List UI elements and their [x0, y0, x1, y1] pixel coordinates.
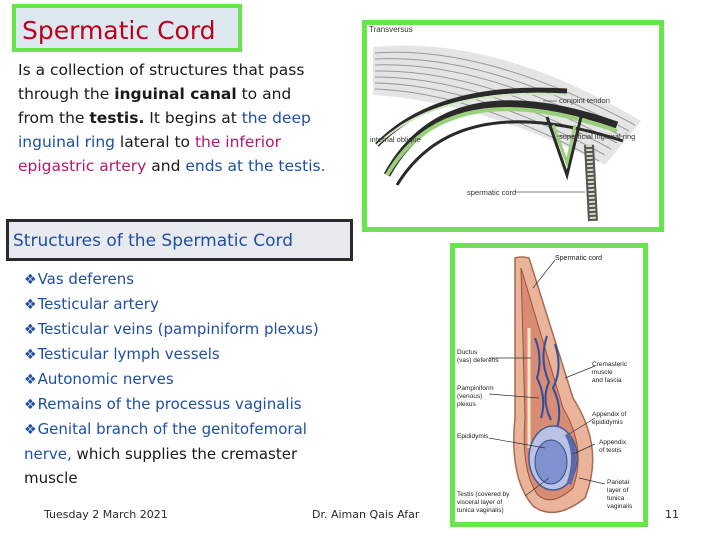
intro-text-7: lateral to [115, 133, 195, 151]
label-transversus: Transversus [369, 25, 413, 34]
label-testis-3: tunica vaginalis) [457, 507, 504, 514]
label-pampiniform-2: (venous) [457, 393, 482, 400]
footer-author: Dr. Aiman Qais Afar [312, 508, 420, 521]
label-appendix-epididymis-1: Appendix of [592, 411, 627, 418]
diamond-bullet-icon: ❖ [24, 297, 37, 313]
spermatic-cord-illustration: Spermatic cord Ductus (vas) deferens Cre… [457, 255, 633, 514]
list-item: ❖Testicular lymph vessels [24, 342, 384, 367]
label-cremasteric-3: and fascia [592, 377, 622, 384]
label-pampiniform-1: Pampiniform [457, 385, 493, 392]
label-pampiniform-3: plexus [457, 401, 477, 408]
label-appendix-epididymis-2: epididymis [592, 419, 623, 426]
label-parietal-3: tunica [607, 495, 625, 502]
diamond-bullet-icon: ❖ [24, 422, 37, 438]
diamond-bullet-icon: ❖ [24, 322, 37, 338]
intro-epigastric-artery: the inferior epigastric artery [18, 133, 281, 175]
intro-deep-ring: the deep inguinal ring [18, 109, 311, 151]
label-cremasteric-1: Cremasteric [592, 361, 628, 368]
list-item-text: Genital branch of the genitofemoral [37, 420, 307, 438]
list-item-text: Vas deferens [37, 270, 135, 288]
label-testis-1: Testis (covered by [457, 491, 510, 498]
structures-heading-box: Structures of the Spermatic Cord [6, 219, 353, 261]
list-item-cremaster-text: which supplies the cremaster muscle [24, 445, 298, 487]
list-item-text: Testicular veins (pampiniform plexus) [37, 320, 319, 338]
footer-date: Tuesday 2 March 2021 [44, 508, 168, 521]
label-spermatic-cord: spermatic cord [467, 188, 516, 197]
label-parietal-1: Parietal [607, 479, 630, 486]
list-item-nerve: nerve, [24, 445, 72, 463]
diamond-bullet-icon: ❖ [24, 272, 37, 288]
list-item: ❖Autonomic nerves [24, 367, 384, 392]
intro-text-9: and [146, 157, 186, 175]
slide-title: Spermatic Cord [22, 16, 216, 45]
label-cremasteric-2: muscle [592, 369, 613, 376]
inguinal-canal-illustration: Transversus conjoint tendon internal obl… [369, 25, 641, 222]
structures-list: ❖Vas deferens ❖Testicular artery ❖Testic… [24, 267, 384, 490]
label-epididymis: Epididymis [457, 433, 489, 440]
intro-inguinal-canal: inguinal canal [114, 85, 237, 103]
list-item-continuation: nerve, which supplies the cremaster musc… [24, 442, 344, 490]
label-parietal-4: vaginalis [607, 503, 633, 510]
diamond-bullet-icon: ❖ [24, 397, 37, 413]
list-item: ❖Testicular veins (pampiniform plexus) [24, 317, 384, 342]
structures-heading: Structures of the Spermatic Cord [13, 231, 294, 251]
intro-testis: testis. [89, 109, 145, 127]
intro-text-1: Is a collection of structures that pass … [18, 61, 305, 103]
spermatic-cord-figure: Spermatic cord Ductus (vas) deferens Cre… [450, 243, 648, 527]
label-appendix-testis-2: of testis [599, 447, 622, 454]
label-superficial-ring: superficial inguinal ring [559, 132, 635, 141]
page-number: 11 [665, 508, 679, 521]
list-item-text: Remains of the processus vaginalis [37, 395, 302, 413]
diamond-bullet-icon: ❖ [24, 347, 37, 363]
inguinal-canal-figure: Transversus conjoint tendon internal obl… [362, 20, 664, 232]
list-item: ❖Vas deferens [24, 267, 384, 292]
label-conjoint-tendon: conjoint tendon [559, 96, 610, 105]
label-spermatic-cord: Spermatic cord [555, 255, 602, 262]
list-item-text: Autonomic nerves [37, 370, 174, 388]
diamond-bullet-icon: ❖ [24, 372, 37, 388]
list-item: ❖Remains of the processus vaginalis [24, 392, 384, 417]
intro-paragraph: Is a collection of structures that pass … [18, 58, 328, 178]
label-parietal-2: layer of [607, 487, 629, 494]
label-appendix-testis-1: Appendix [599, 439, 627, 446]
label-testis-2: visceral layer of [457, 499, 502, 506]
intro-text-3: to and from the [18, 85, 292, 127]
intro-text-5: It begins at [144, 109, 242, 127]
list-item-text: Testicular artery [37, 295, 159, 313]
slide-title-box: Spermatic Cord [12, 4, 242, 52]
label-ductus-1: Ductus [457, 349, 478, 356]
list-item-text: Testicular lymph vessels [37, 345, 220, 363]
label-ductus-2: (vas) deferens [457, 357, 499, 364]
label-internal-oblique: internal oblique [370, 135, 421, 144]
list-item: ❖Genital branch of the genitofemoral [24, 417, 384, 442]
list-item: ❖Testicular artery [24, 292, 384, 317]
intro-ends-testis: ends at the testis. [185, 157, 326, 175]
